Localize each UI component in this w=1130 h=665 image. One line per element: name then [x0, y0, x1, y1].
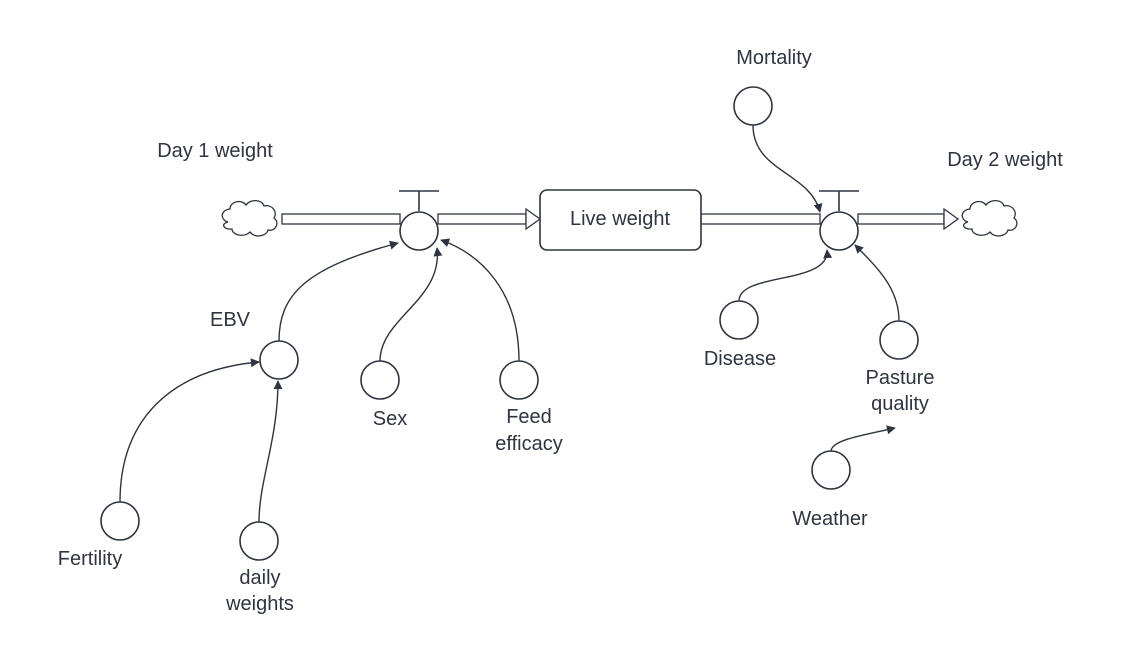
node-disease — [719, 300, 759, 340]
link-weather-to-pasture — [830, 425, 896, 452]
link-ebv-to-inflow — [278, 240, 399, 342]
stock-live-weight: Live weight — [539, 189, 702, 251]
label-day2-weight: Day 2 weight — [947, 149, 1063, 171]
label-ebv: EBV — [210, 309, 251, 331]
link-daily-weights-to-ebv — [258, 380, 283, 523]
node-feed-efficacy — [499, 360, 539, 400]
node-daily-weights — [239, 521, 279, 561]
link-sex-to-inflow — [379, 247, 443, 362]
outflow-valve — [819, 190, 859, 251]
node-weather — [811, 450, 851, 490]
inflow-pipe — [281, 207, 542, 231]
link-pasture-to-outflow — [854, 244, 900, 322]
node-ebv — [259, 340, 299, 380]
outflow-pipe — [700, 207, 960, 231]
label-feed-efficacy-line2: efficacy — [495, 433, 562, 455]
label-daily-weights-line2: weights — [225, 593, 294, 615]
label-pasture-quality-line2: quality — [871, 393, 929, 415]
label-day1-weight: Day 1 weight — [157, 140, 273, 162]
sink-cloud-right — [961, 199, 1018, 237]
stock-live-weight-label: Live weight — [570, 208, 671, 230]
label-sex: Sex — [373, 408, 407, 430]
label-mortality: Mortality — [736, 47, 812, 69]
link-mortality-to-outflow — [752, 124, 823, 213]
inflow-valve — [399, 190, 439, 251]
label-pasture-quality-line1: Pasture — [866, 367, 935, 389]
node-sex — [360, 360, 400, 400]
node-mortality — [733, 86, 773, 126]
link-feed-to-inflow — [440, 238, 520, 362]
label-feed-efficacy-line1: Feed — [506, 406, 552, 428]
node-pasture-quality — [879, 320, 919, 360]
label-daily-weights-line1: daily — [239, 567, 280, 589]
source-cloud-left — [221, 199, 278, 237]
label-fertility: Fertility — [58, 548, 122, 570]
link-disease-to-outflow — [738, 249, 833, 302]
link-fertility-to-ebv — [119, 358, 260, 503]
label-disease: Disease — [704, 348, 776, 370]
label-weather: Weather — [792, 508, 868, 530]
node-fertility — [100, 501, 140, 541]
